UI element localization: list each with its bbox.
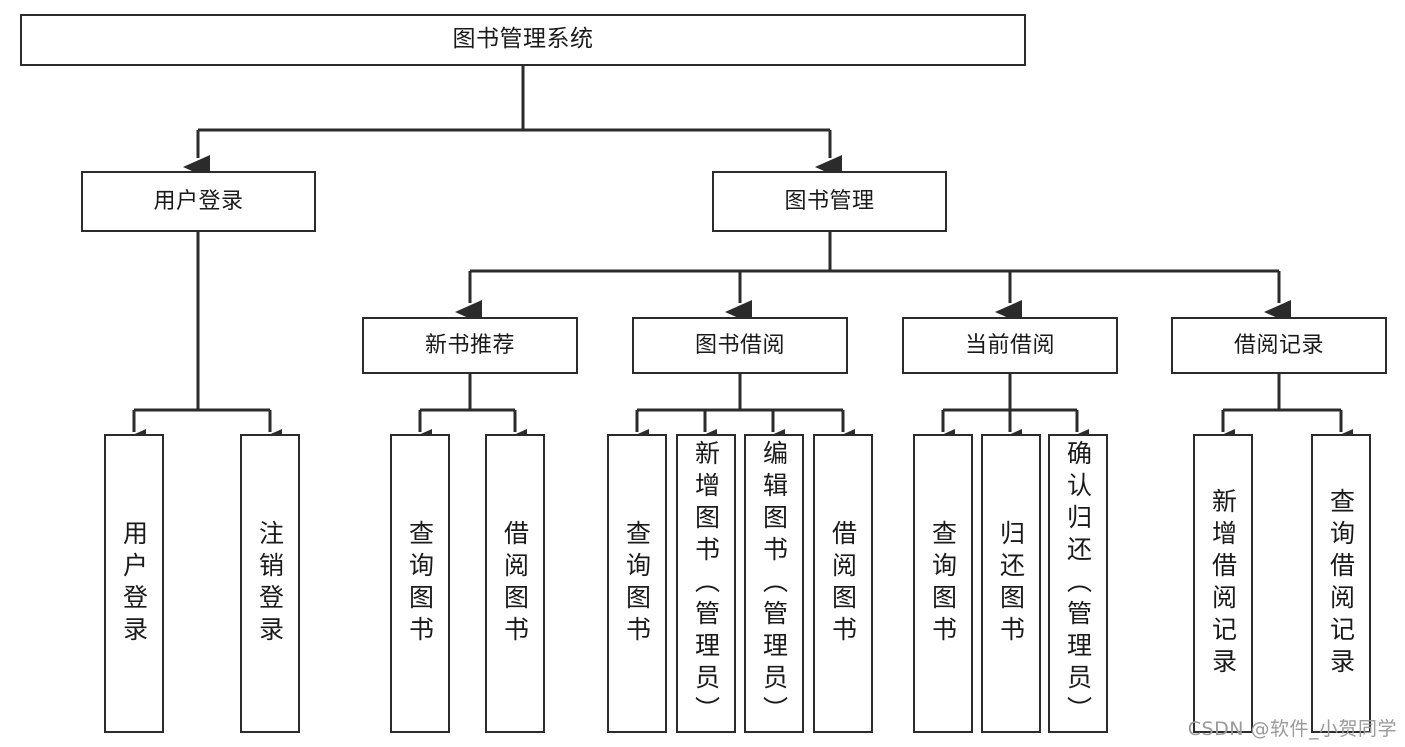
node-label: 新增借阅记录 [1208,487,1238,680]
node-label: 图书管理 [784,188,875,214]
node-label: 用户登录 [153,188,244,214]
leaf-borrow-book-borrow[interactable]: 借阅图书 [813,434,873,733]
node-root-system[interactable]: 图书管理系统 [20,14,1026,66]
leaf-add-book-admin[interactable]: 新增图书（管理员） [676,434,736,733]
leaf-logout[interactable]: 注销登录 [240,434,300,733]
leaf-query-book-recommend[interactable]: 查询图书 [390,434,450,733]
node-label: 确认归还（管理员） [1063,439,1093,728]
node-label: 当前借阅 [964,332,1055,358]
watermark: CSDN @软件_小贺同学 [1187,718,1397,740]
leaf-query-book-borrow[interactable]: 查询图书 [607,434,667,733]
node-user-login[interactable]: 用户登录 [81,171,316,232]
node-label: 新增图书（管理员） [691,439,721,728]
node-label: 查询图书 [928,519,958,648]
node-label: 归还图书 [996,519,1026,648]
leaf-user-login[interactable]: 用户登录 [104,434,164,733]
node-label: 新书推荐 [424,332,515,358]
leaf-confirm-return-admin[interactable]: 确认归还（管理员） [1048,434,1108,733]
leaf-add-borrow-record[interactable]: 新增借阅记录 [1193,434,1253,733]
node-label: 查询借阅记录 [1326,487,1356,680]
leaf-query-borrow-record[interactable]: 查询借阅记录 [1311,434,1371,733]
node-book-management[interactable]: 图书管理 [712,171,947,232]
node-book-borrow[interactable]: 图书借阅 [632,317,848,374]
leaf-borrow-book-recommend[interactable]: 借阅图书 [485,434,545,733]
node-label: 查询图书 [622,519,652,648]
node-label: 图书借阅 [694,332,785,358]
node-borrow-record[interactable]: 借阅记录 [1171,317,1387,374]
leaf-query-book-current[interactable]: 查询图书 [913,434,973,733]
node-label: 借阅记录 [1233,332,1324,358]
leaf-return-book[interactable]: 归还图书 [981,434,1041,733]
node-label: 查询图书 [405,519,435,648]
node-label: 图书管理系统 [452,26,594,53]
node-label: 注销登录 [255,519,285,648]
node-label: 编辑图书（管理员） [759,439,789,728]
node-current-borrow[interactable]: 当前借阅 [902,317,1118,374]
leaf-edit-book-admin[interactable]: 编辑图书（管理员） [744,434,804,733]
node-new-book-recommend[interactable]: 新书推荐 [362,317,578,374]
node-label: 借阅图书 [500,519,530,648]
node-label: 用户登录 [119,519,149,648]
node-label: 借阅图书 [828,519,858,648]
